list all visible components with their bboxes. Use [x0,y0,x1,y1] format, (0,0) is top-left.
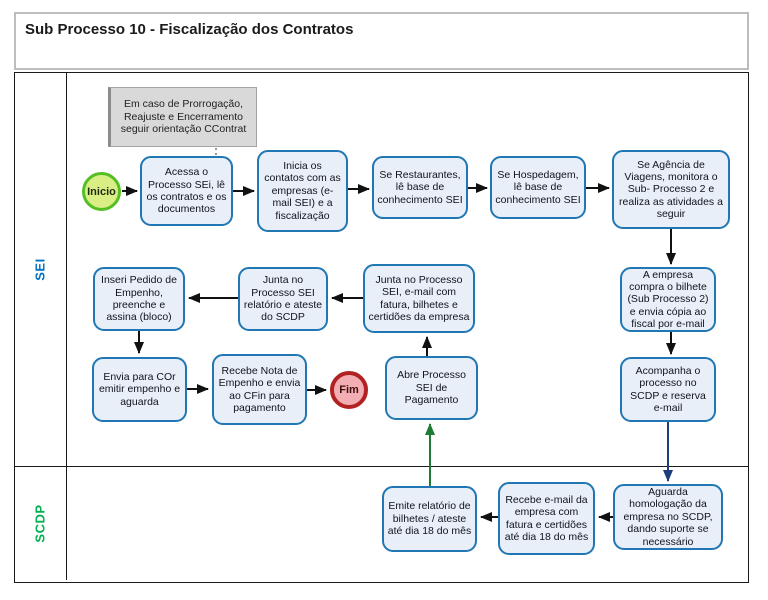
flow-box-junta-relatorio: Junta no Processo SEI relatório e ateste… [238,267,328,331]
flow-box-inseri-pedido: Inseri Pedido de Empenho, preenche e ass… [93,267,185,331]
flow-box-recebe-email: Recebe e-mail da empresa com fatura e ce… [498,482,595,555]
flow-box-se-agencia-viagens: Se Agência de Viagens, monitora o Sub- P… [612,150,730,229]
flow-box-se-hospedagem: Se Hospedagem, lê base de conhecimento S… [490,156,586,219]
flow-box-acessa-processo: Acessa o Processo SEi, lê os contratos e… [140,156,233,226]
lane-label-scdp: SCDP [33,504,48,543]
diagram-title-box: Sub Processo 10 - Fiscalização dos Contr… [14,12,749,70]
flow-box-junta-email-fatura: Junta no Processo SEI, e-mail com fatura… [363,264,475,333]
lane-label-sei: SEI [33,258,48,281]
lane-scdp-labelcell: SCDP [15,467,67,580]
lane-sei: SEI [15,73,748,467]
flow-box-se-restaurantes: Se Restaurantes, lê base de conhecimento… [372,156,468,219]
flow-box-inicia-contatos: Inicia os contatos com as empresas (e-ma… [257,150,348,232]
start-node: Inicio [82,172,121,211]
lane-scdp: SCDP [15,467,748,580]
lane-sei-labelcell: SEI [15,73,67,466]
end-node: Fim [330,371,368,409]
flow-box-abre-processo: Abre Processo SEI de Pagamento [385,356,478,420]
diagram-title: Sub Processo 10 - Fiscalização dos Contr… [25,21,354,38]
flow-box-empresa-compra: A empresa compra o bilhete (Sub Processo… [620,267,716,332]
flow-box-acompanha-processo: Acompanha o processo no SCDP e reserva e… [620,357,716,422]
flow-box-envia-cor: Envia para COr emitir empenho e aguarda [92,357,187,422]
annotation-note: Em caso de Prorrogação, Reajuste e Encer… [108,87,257,147]
flow-box-emite-relatorio: Emite relatório de bilhetes / ateste até… [382,486,477,552]
flow-box-aguarda-homologacao: Aguarda homologação da empresa no SCDP, … [613,484,723,550]
flow-box-recebe-nota: Recebe Nota de Empenho e envia ao CFin p… [212,354,307,425]
swimlane-pool: SEI SCDP [14,72,749,583]
